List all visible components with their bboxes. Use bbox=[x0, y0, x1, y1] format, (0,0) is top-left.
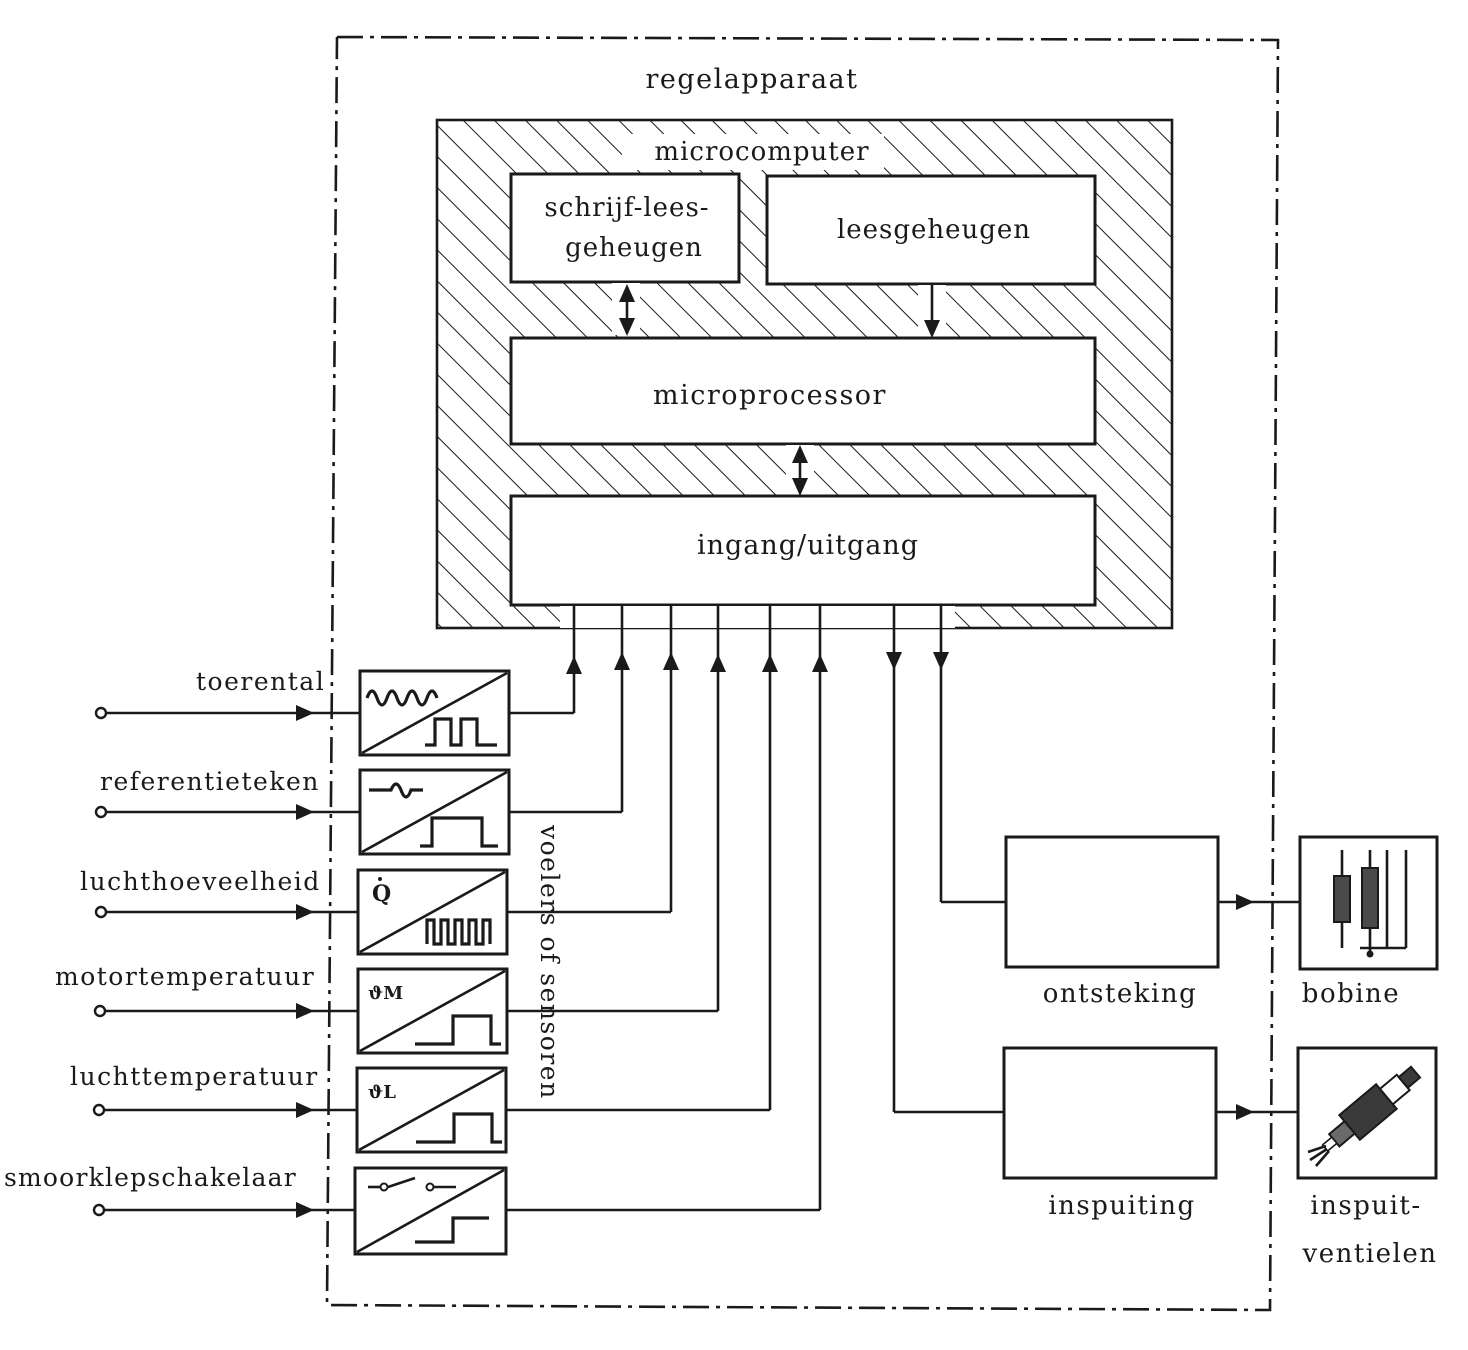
input-label: smoorklepschakelaar bbox=[4, 1163, 297, 1192]
rom-processor-connector bbox=[918, 285, 946, 338]
ram-processor-connector bbox=[612, 283, 640, 336]
io-label: ingang/uitgang bbox=[697, 530, 919, 561]
input-terminal bbox=[94, 905, 108, 919]
input-label: luchthoeveelheid bbox=[80, 867, 321, 896]
input-referentieteken: referentieteken bbox=[94, 767, 622, 856]
input-luchthoeveelheid: luchthoeveelheid Q bbox=[80, 867, 671, 956]
rom-label: leesgeheugen bbox=[837, 215, 1031, 245]
injection-actuator-label-line1: inspuit- bbox=[1310, 1191, 1421, 1221]
ram-label-line1: schrijf-lees- bbox=[544, 193, 709, 223]
ram-block: schrijf-lees- geheugen bbox=[509, 172, 741, 284]
ignition-coil-icon bbox=[1298, 835, 1439, 971]
injection-stage-label: inspuiting bbox=[1048, 1191, 1195, 1221]
airflow-symbol: Q bbox=[372, 881, 391, 907]
temperature-symbol: ϑL bbox=[368, 1082, 396, 1103]
input-terminal bbox=[94, 805, 108, 819]
injection-stage-block bbox=[1002, 1046, 1218, 1180]
rom-block: leesgeheugen bbox=[765, 174, 1097, 286]
input-label: toerental bbox=[196, 667, 325, 696]
microcomputer-label: microcomputer bbox=[654, 137, 869, 167]
airflow-to-pulse-icon: Q bbox=[356, 868, 509, 956]
control-unit: regelapparaat bbox=[325, 35, 1280, 1312]
switch-icon bbox=[368, 1176, 456, 1192]
processor-block: microprocessor bbox=[509, 336, 1097, 446]
injection-actuator-label-line2: ventielen bbox=[1302, 1239, 1438, 1269]
ignition-stage-block bbox=[1004, 835, 1220, 969]
processor-io-connector bbox=[786, 445, 814, 496]
io-bus-lines bbox=[560, 605, 955, 1210]
ram-label-line2: geheugen bbox=[565, 233, 703, 263]
input-terminal bbox=[92, 1203, 106, 1217]
input-terminal bbox=[94, 706, 108, 720]
input-terminal bbox=[93, 1004, 107, 1018]
injector-icon bbox=[1296, 1046, 1438, 1180]
input-motortemperatuur: motortemperatuur ϑM bbox=[55, 962, 718, 1055]
input-luchttemperatuur: luchttemperatuur ϑL bbox=[70, 1062, 770, 1154]
input-smoorklepschakelaar: smoorklepschakelaar bbox=[4, 1163, 820, 1256]
ignition-actuator-label: bobine bbox=[1302, 979, 1400, 1009]
switch-to-step-icon bbox=[353, 1166, 508, 1256]
sensor-inputs: toerental referentieteken bbox=[4, 667, 820, 1256]
input-label: motortemperatuur bbox=[55, 962, 315, 991]
control-unit-label: regelapparaat bbox=[646, 64, 859, 95]
sine-to-pulse-icon bbox=[358, 669, 511, 757]
temperature-to-pulse-icon: ϑM bbox=[356, 967, 509, 1055]
output-injection: inspuiting inspuit- ventielen bbox=[894, 1046, 1438, 1269]
temperature-to-pulse-icon: ϑL bbox=[355, 1066, 508, 1154]
microcomputer: microcomputer schrijf-lees- geheugen lee… bbox=[435, 118, 1174, 630]
outputs: ontsteking bobine inspuiting bbox=[894, 835, 1439, 1269]
input-label: referentieteken bbox=[100, 767, 320, 796]
io-block: ingang/uitgang bbox=[509, 494, 1097, 607]
input-toerental: toerental bbox=[94, 667, 574, 757]
sensors-caption: voelers of sensoren bbox=[535, 824, 564, 1100]
output-ignition: ontsteking bobine bbox=[941, 835, 1439, 1009]
input-terminal bbox=[92, 1103, 106, 1117]
ignition-stage-label: ontsteking bbox=[1043, 979, 1197, 1009]
temperature-symbol: ϑM bbox=[368, 983, 403, 1004]
processor-label: microprocessor bbox=[653, 380, 887, 411]
input-label: luchttemperatuur bbox=[70, 1062, 319, 1091]
blip-to-pulse-icon bbox=[358, 768, 511, 856]
